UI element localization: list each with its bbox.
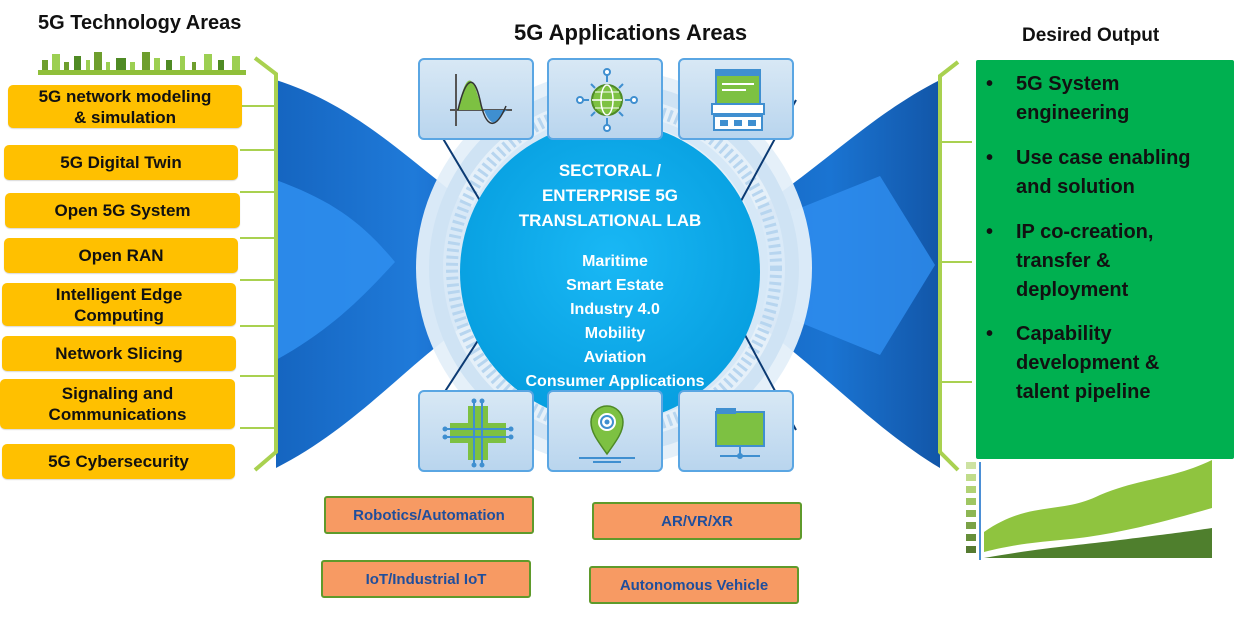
bullet-marker: • [986, 73, 994, 95]
sector-item: Industry 4.0 [570, 301, 660, 318]
lab-line-1: SECTORAL / [558, 161, 662, 180]
tile-monitor [678, 390, 794, 472]
bullet-marker: • [986, 221, 994, 243]
tech-item-network-slicing: Network Slicing [2, 336, 236, 371]
output-item-label: Use case enabling and solution [1016, 147, 1191, 198]
circuit-cross-icon [442, 398, 514, 468]
skyline-decoration [38, 52, 246, 75]
output-item-label: IP co-creation, transfer & deployment [1016, 221, 1154, 301]
monitor-icon [715, 408, 765, 459]
app-autonomous-vehicle: Autonomous Vehicle [589, 566, 799, 604]
sector-item: Consumer Applications [525, 373, 705, 390]
app-robotics-automation: Robotics/Automation [324, 496, 534, 534]
output-item-label: 5G System engineering [1016, 73, 1130, 124]
tile-server [678, 58, 794, 140]
tech-item-open-ran: Open RAN [4, 238, 238, 273]
applications-areas-title: 5G Applications Areas [514, 20, 748, 45]
right-bracket-ticks [940, 141, 972, 383]
growth-chart [966, 460, 1212, 560]
left-bracket [253, 56, 278, 472]
left-bracket-ticks [240, 105, 276, 429]
tech-item-open-5g-system: Open 5G System [5, 193, 240, 228]
tech-item-network-modeling: 5G network modeling & simulation [8, 85, 242, 128]
left-inner-arrow [276, 180, 395, 360]
sector-item: Maritime [582, 253, 648, 270]
waveform-chart-icon [450, 74, 512, 126]
sector-list: Maritime Smart Estate Industry 4.0 Mobil… [500, 250, 730, 394]
tech-item-edge-computing: Intelligent Edge Computing [2, 283, 236, 326]
desired-output-title: Desired Output [1022, 25, 1160, 46]
location-pin-icon [579, 405, 635, 463]
lab-line-2: ENTERPRISE 5G [541, 186, 679, 205]
server-window-icon [711, 69, 765, 131]
tile-pin [547, 390, 663, 472]
desired-output-panel: • 5G System engineering • Use case enabl… [976, 60, 1234, 459]
lab-title: SECTORAL / ENTERPRISE 5G TRANSLATIONAL L… [510, 158, 710, 233]
left-funnel-arrow [276, 80, 505, 468]
bullet-marker: • [986, 147, 994, 169]
lab-circle [460, 122, 760, 422]
app-iot-industrial: IoT/Industrial IoT [321, 560, 531, 598]
tile-circuit [418, 390, 534, 472]
lab-line-3: TRANSLATIONAL LAB [518, 211, 702, 230]
globe-network-icon [576, 68, 638, 132]
sector-item: Smart Estate [566, 277, 664, 294]
tile-globe [547, 58, 663, 140]
bullet-marker: • [986, 323, 994, 345]
output-item-label: Capability development & talent pipeline [1016, 323, 1160, 403]
tech-item-digital-twin: 5G Digital Twin [4, 145, 238, 180]
sector-item: Mobility [584, 325, 646, 342]
sector-item: Aviation [583, 349, 647, 366]
tech-item-signaling: Signaling and Communications [0, 379, 235, 429]
tile-waveform [418, 58, 534, 140]
technology-areas-title: 5G Technology Areas [38, 12, 242, 34]
right-bracket [938, 60, 960, 472]
tech-item-cybersecurity: 5G Cybersecurity [2, 444, 235, 479]
app-ar-vr-xr: AR/VR/XR [592, 502, 802, 540]
